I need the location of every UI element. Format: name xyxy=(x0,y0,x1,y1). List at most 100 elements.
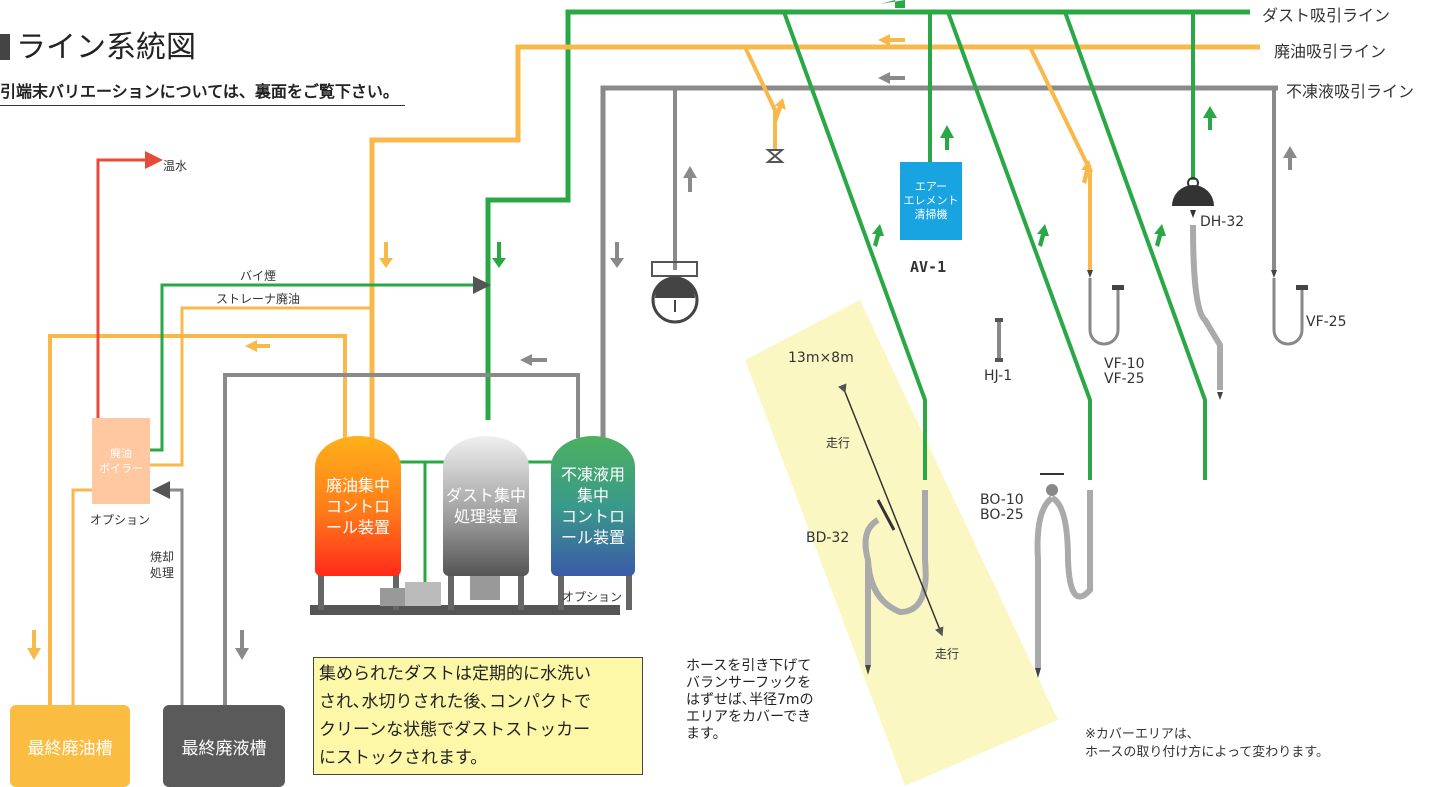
bo10-label: BO-10 xyxy=(980,492,1024,508)
note-line2: され､水切りされた後､コンパクトで xyxy=(319,692,591,712)
waste-return-line xyxy=(152,481,184,705)
arrow-oil-up-valve xyxy=(773,98,786,122)
pump-3 xyxy=(470,575,500,600)
waste-oil-boiler: 廃油ボイラー xyxy=(92,418,150,504)
dust-note-box: 集められたダストは定期的に水洗い され､水切りされた後､コンパクトで クリーンな… xyxy=(313,657,643,775)
final-oil-feed-line xyxy=(48,334,347,705)
arrow-antifreeze-left xyxy=(878,72,905,84)
incinerate-label-2: 処理 xyxy=(150,566,175,580)
legend-waste-oil: 廃油吸引ライン xyxy=(1274,42,1387,61)
strainer-oil-label: ストレーナ廃油 xyxy=(216,292,301,306)
av1-line2: エレメント xyxy=(903,194,959,207)
vf10-label: VF-10 xyxy=(1104,356,1145,372)
hose-reel xyxy=(651,261,699,324)
cover-area-note: ※カバーエリアは､ ホースの取り付け方によって変わります。 xyxy=(1085,726,1329,762)
boiler-option-label: オプション xyxy=(90,513,151,527)
dust-tank-leg-r xyxy=(518,570,524,610)
antifreeze-tank-leg-l xyxy=(558,570,564,610)
arrow-antifreeze-down-2 xyxy=(235,630,249,660)
antifreeze-tank-leg-r xyxy=(626,570,632,610)
page-title: ライン系統図 xyxy=(0,22,196,66)
dust-processing-tank: ダスト集中処理装置 xyxy=(443,436,529,576)
dh32-dome xyxy=(1172,177,1223,400)
arrow-dust-up-dh xyxy=(1203,106,1217,130)
strainer-oil-line xyxy=(150,306,372,467)
boiler-line1: 廃油 xyxy=(110,447,132,460)
antifreeze-tank-line2: 集中 xyxy=(576,486,609,505)
hose-note-line2: バランサーフックを xyxy=(686,675,812,691)
note-line4: にストックされます。 xyxy=(319,748,488,768)
equipment-base xyxy=(310,605,620,615)
bo-hose xyxy=(1034,473,1093,678)
arrow-antifreeze-up-reel xyxy=(683,166,697,192)
pump-2 xyxy=(405,582,441,606)
waste-feed-line xyxy=(223,373,580,705)
legend-dust: ダスト吸引ライン xyxy=(1262,6,1391,25)
flow-arrows xyxy=(27,0,1297,660)
hj1-fitting xyxy=(995,318,1003,362)
vf25-label-1: VF-25 xyxy=(1104,371,1145,387)
arrow-oil-left xyxy=(878,34,905,46)
arrow-antifreeze-up-vf25 xyxy=(1283,146,1297,170)
antifreeze-main-line xyxy=(600,85,1278,438)
vf25-u-hose xyxy=(1271,270,1308,346)
dust-branch-right xyxy=(1063,11,1207,480)
travel-label-2: 走行 xyxy=(935,647,960,661)
travel-line xyxy=(838,383,944,637)
oil-tank-leg-l xyxy=(318,570,324,610)
dust-tank-leg-l xyxy=(448,570,454,610)
bypass-smoke-label: バイ煙 xyxy=(240,269,277,283)
hose-note-line1: ホースを引き下げて xyxy=(686,658,812,674)
antifreeze-tank-line4: ール装置 xyxy=(560,528,625,547)
vf25-label-2: VF-25 xyxy=(1306,314,1347,330)
arrow-dust-up-3 xyxy=(1154,224,1166,247)
final-oil-up-line xyxy=(71,488,92,705)
hot-water-line xyxy=(96,151,163,418)
page-subtitle: 引端末バリエーションについては、裏面をご覧下さい。 xyxy=(0,78,405,106)
bo25-label: BO-25 xyxy=(980,507,1024,523)
antifreeze-option-label: オプション xyxy=(562,590,623,604)
hj1-label: HJ-1 xyxy=(984,368,1013,384)
oil-main-line xyxy=(369,44,1260,440)
av1-model-label: AV-1 xyxy=(910,258,947,276)
title-square-icon xyxy=(0,34,10,60)
hose-note-line4: エリアをカバーでき xyxy=(686,709,812,725)
arrow-antifreeze-left-2 xyxy=(520,354,547,366)
note-line3: クリーンな状態でダストストッカー xyxy=(319,720,591,740)
oil-tank-line1: 廃油集中 xyxy=(325,475,390,495)
hose-note: ホースを引き下げて バランサーフックを はずせば､半径7mの エリアをカバーでき… xyxy=(686,658,814,743)
oil-branch-vf10 xyxy=(1028,46,1092,270)
hose-note-line5: ます。 xyxy=(686,726,727,742)
dust-branch-bo xyxy=(946,11,1092,480)
hot-water-label: 温水 xyxy=(163,159,188,173)
antifreeze-tank-line3: コントロ xyxy=(560,507,625,526)
title-text: ライン系統図 xyxy=(16,30,196,65)
valve xyxy=(765,149,785,163)
arrow-dust-up-av1 xyxy=(940,125,954,150)
oil-control-tank: 廃油集中コントロール装置 xyxy=(315,436,401,576)
travel-label-1: 走行 xyxy=(826,436,851,450)
pump-1 xyxy=(380,588,410,606)
boiler-line2: ボイラー xyxy=(99,462,143,475)
arrow-dust-up-2 xyxy=(1037,224,1049,247)
oil-tank-line2: コントロ xyxy=(325,496,390,516)
arrow-oil-down-1 xyxy=(379,242,393,268)
incinerate-label-1: 焼却 xyxy=(150,550,175,564)
oil-branch-valve xyxy=(743,46,777,150)
dust-tank-line1: ダスト集中 xyxy=(445,486,526,505)
legend-antifreeze: 不凍液吸引ライン xyxy=(1286,82,1415,101)
oil-tank-line3: ール装置 xyxy=(325,517,390,537)
hose-note-line3: はずせば､半径7mの xyxy=(686,692,814,708)
arrow-oil-up-vf10 xyxy=(1081,160,1093,184)
area-size-label: 13m×8m xyxy=(788,350,854,366)
antifreeze-control-tank: 不凍液用集中コントロール装置 xyxy=(551,436,635,576)
cover-note-line2: ホースの取り付け方によって変わります。 xyxy=(1085,745,1330,760)
bd32-label: BD-32 xyxy=(806,530,850,546)
final-waste-tank: 最終廃液槽 xyxy=(163,705,285,787)
cover-note-line1: ※カバーエリアは､ xyxy=(1085,727,1194,742)
arrow-dust-up-1 xyxy=(872,224,884,247)
av1-line3: 清掃機 xyxy=(914,208,948,221)
dust-tank-line2: 処理装置 xyxy=(453,507,518,526)
